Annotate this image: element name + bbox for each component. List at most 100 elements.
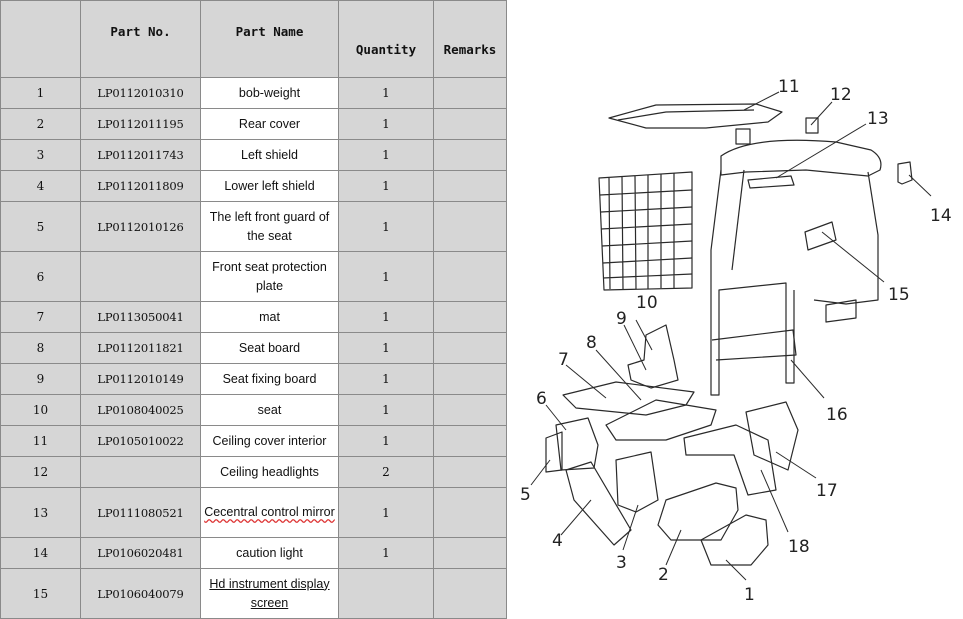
callout-line-3 (622, 504, 639, 551)
callout-line-15 (821, 231, 885, 283)
callout-line-14 (908, 174, 932, 197)
row-part-no: LP0112011809 (80, 170, 201, 202)
row-part-no (80, 251, 201, 302)
row-remarks (433, 394, 507, 426)
callout-line-9 (623, 324, 647, 371)
callout-label-17: 17 (816, 481, 838, 501)
table-row: 9 LP0112010149 Seat fixing board 1 (0, 363, 507, 395)
row-index: 15 (0, 568, 81, 619)
callout-label-14: 14 (930, 206, 952, 226)
right-lower-cover-shape (683, 424, 777, 496)
callout-label-8: 8 (586, 333, 597, 353)
row-part-name: seat (200, 394, 339, 426)
row-part-name: The left front guard of the seat (200, 201, 339, 252)
row-part-name-text: Cecentral control mirror (204, 505, 335, 519)
row-part-no: LP0112011195 (80, 108, 201, 140)
row-part-name: Lower left shield (200, 170, 339, 202)
callout-line-4 (560, 499, 592, 536)
callout-label-15: 15 (888, 285, 910, 305)
cab-step-shape (825, 299, 857, 323)
callout-line-7 (565, 364, 607, 399)
row-part-name: Seat fixing board (200, 363, 339, 395)
table-row: 13 LP0111080521 Cecentral control mirror… (0, 487, 507, 538)
row-index: 1 (0, 77, 81, 109)
callout-line-16 (790, 359, 825, 399)
row-remarks (433, 332, 507, 364)
bob-weight-shape (700, 514, 769, 566)
callout-label-5: 5 (520, 485, 531, 505)
row-remarks (433, 568, 507, 619)
callout-label-10: 10 (636, 293, 658, 313)
row-part-no: LP0106040079 (80, 568, 201, 619)
table-row: 10 LP0108040025 seat 1 (0, 394, 507, 426)
callout-label-9: 9 (616, 309, 627, 329)
table-row: 3 LP0112011743 Left shield 1 (0, 139, 507, 171)
callout-line-10 (635, 319, 653, 351)
callout-label-7: 7 (558, 350, 569, 370)
row-part-no: LP0112010126 (80, 201, 201, 252)
row-part-no: LP0112010149 (80, 363, 201, 395)
cab-base-shape (711, 329, 797, 361)
row-part-name-text: Hd instrument display screen (209, 576, 330, 610)
caution-light-shape (897, 161, 913, 185)
row-part-name: caution light (200, 537, 339, 569)
callout-label-6: 6 (536, 389, 547, 409)
row-part-no: LP0112011821 (80, 332, 201, 364)
table-row: 8 LP0112011821 Seat board 1 (0, 332, 507, 364)
row-remarks (433, 139, 507, 171)
table-row: 5 LP0112010126 The left front guard of t… (0, 201, 507, 252)
row-quantity: 1 (338, 301, 434, 333)
row-quantity: 1 (338, 363, 434, 395)
row-remarks (433, 170, 507, 202)
row-quantity: 1 (338, 139, 434, 171)
row-part-name: mat (200, 301, 339, 333)
row-remarks (433, 77, 507, 109)
exploded-parts-diagram: 1 2 3 4 5 6 7 8 9 10 11 12 13 14 15 16 1… (520, 77, 952, 605)
row-remarks (433, 487, 507, 538)
callout-line-18 (760, 469, 789, 533)
callout-line-13 (775, 123, 867, 179)
row-quantity: 1 (338, 251, 434, 302)
table-row: 7 LP0113050041 mat 1 (0, 301, 507, 333)
row-quantity: 1 (338, 394, 434, 426)
table-row: 6 Front seat protection plate 1 (0, 251, 507, 302)
row-index: 4 (0, 170, 81, 202)
cab-roof-shape (720, 139, 882, 177)
row-quantity: 1 (338, 201, 434, 252)
lower-left-shield-shape (565, 461, 632, 546)
header-quantity: Quantity (338, 0, 434, 78)
row-part-name: Cecentral control mirror (200, 487, 339, 538)
row-part-name: Ceiling cover interior (200, 425, 339, 457)
left-front-guard-shape (545, 431, 563, 473)
row-remarks (433, 251, 507, 302)
seat-shape (627, 324, 679, 389)
seat-board-shape (605, 399, 717, 441)
rear-cover-shape (657, 482, 739, 541)
row-quantity: 1 (338, 487, 434, 538)
row-index: 10 (0, 394, 81, 426)
row-quantity: 1 (338, 332, 434, 364)
row-remarks (433, 201, 507, 252)
header-part-name: Part Name (200, 0, 339, 78)
row-index: 14 (0, 537, 81, 569)
row-remarks (433, 301, 507, 333)
row-quantity: 1 (338, 77, 434, 109)
callout-label-1: 1 (744, 585, 755, 605)
callout-label-18: 18 (788, 537, 810, 557)
callout-label-12: 12 (830, 85, 852, 105)
table-header-row: Part No. Part Name Quantity Remarks (0, 0, 507, 78)
row-index: 7 (0, 301, 81, 333)
callout-label-4: 4 (552, 531, 563, 551)
row-part-name: Hd instrument display screen (200, 568, 339, 619)
table-row: 14 LP0106020481 caution light 1 (0, 537, 507, 569)
cab-pillar-shape (731, 169, 745, 271)
row-index: 13 (0, 487, 81, 538)
row-part-no: LP0106020481 (80, 537, 201, 569)
row-index: 3 (0, 139, 81, 171)
callout-line-1 (725, 559, 747, 581)
headlight-left-shape (735, 128, 751, 145)
row-part-name: Left shield (200, 139, 339, 171)
callout-line-11 (743, 91, 780, 111)
row-index: 8 (0, 332, 81, 364)
row-part-no: LP0108040025 (80, 394, 201, 426)
